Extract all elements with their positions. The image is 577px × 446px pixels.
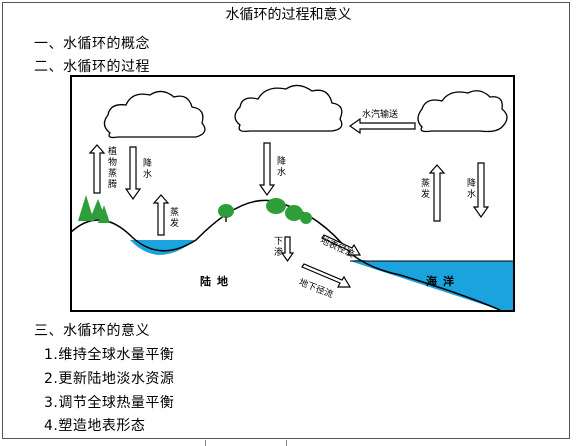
evap-right-arrow <box>428 164 446 222</box>
document-title: 水循环的过程和意义 <box>225 7 352 23</box>
lake-water <box>130 240 194 255</box>
page-frame <box>2 2 570 439</box>
precip-left-label: 降水 <box>142 159 152 180</box>
meaning-item: 2.更新陆地淡水资源 <box>44 371 175 387</box>
evap-right-label: 蒸发 <box>420 179 430 200</box>
section-heading-process: 二、水循环的过程 <box>34 59 150 75</box>
meaning-item: 1.维持全球水量平衡 <box>44 347 175 363</box>
ruler-tick <box>286 440 287 446</box>
precip-mid-arrow <box>258 142 276 197</box>
meaning-item: 4.塑造地表形态 <box>44 418 146 434</box>
surface-runoff-arrow <box>321 234 362 256</box>
precip-right-arrow <box>472 162 490 219</box>
infiltration-arrow <box>280 236 295 263</box>
precip-right-label: 降水 <box>466 179 476 200</box>
transpiration-label: 植物蒸腾 <box>107 147 117 190</box>
ocean-label: 海洋 <box>426 275 460 288</box>
groundwater-runoff-arrow <box>301 263 352 288</box>
cloud-left <box>103 90 206 139</box>
water-cycle-diagram: 植物蒸腾 降水 蒸发 降水 水汽输送 蒸发 降水 下渗 地表径流 地下径流 陆地… <box>70 75 515 312</box>
infiltration-label: 下渗 <box>273 237 283 258</box>
vapor-transport-arrow <box>348 117 416 135</box>
section-heading-concept: 一、水循环的概念 <box>34 36 150 52</box>
section-heading-meaning: 三、水循环的意义 <box>34 323 150 339</box>
trees-left <box>78 195 110 223</box>
transpiration-arrow <box>88 144 106 194</box>
evap-left-arrow <box>152 194 170 236</box>
evap-left-label: 蒸发 <box>169 208 179 229</box>
precip-left-arrow <box>124 146 142 201</box>
precip-mid-label: 降水 <box>276 157 286 178</box>
trees-middle <box>218 198 312 224</box>
diagram-artwork <box>70 84 513 311</box>
ruler-tick <box>205 440 206 446</box>
vapor-transport-label: 水汽输送 <box>362 110 399 120</box>
cloud-middle <box>234 84 343 133</box>
meaning-item: 3.调节全球热量平衡 <box>44 395 175 411</box>
land-label: 陆地 <box>200 275 234 288</box>
cloud-right <box>417 90 508 133</box>
